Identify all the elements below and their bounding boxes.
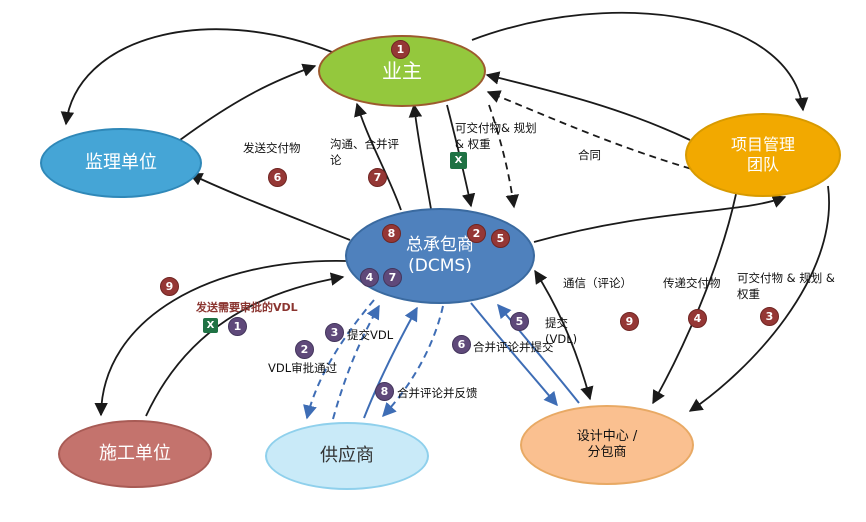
badge-submit-vdl2-5: 5 bbox=[510, 312, 529, 331]
arrow-submit-vdl2 bbox=[497, 303, 580, 404]
node-construction-label: 施工单位 bbox=[99, 442, 171, 464]
node-supervision-label: 监理单位 bbox=[85, 151, 157, 173]
label-submit-vdl-2: 提交 (VDL) bbox=[545, 316, 578, 347]
badge-send-vdl-1: 1 bbox=[228, 317, 247, 336]
badge-communication-9: 9 bbox=[620, 312, 639, 331]
node-design-center: 设计中心 / 分包商 bbox=[520, 405, 694, 485]
arrow-owner-to-pm bbox=[471, 11, 809, 112]
badge-contractor-p7: 7 bbox=[383, 268, 402, 287]
arrow-merge-feedback-dashed bbox=[382, 305, 444, 418]
label-communicate-merge: 沟通、合并评 论 bbox=[330, 137, 399, 168]
arrow-contractor-to-pm bbox=[533, 195, 787, 243]
badge-merge-feedback-8: 8 bbox=[375, 382, 394, 401]
arrow-supplier-to-contractor-dashed bbox=[332, 304, 380, 420]
excel-icon: X bbox=[450, 152, 467, 169]
badge-merge-submit-6: 6 bbox=[452, 335, 471, 354]
arrow-pm-to-owner bbox=[485, 71, 691, 141]
node-construction: 施工单位 bbox=[58, 420, 212, 488]
arrow-send-deliverables bbox=[354, 102, 402, 211]
node-supplier-label: 供应商 bbox=[320, 444, 374, 466]
arrow-merge-submit bbox=[470, 302, 558, 407]
badge-submit-vdl-3: 3 bbox=[325, 323, 344, 342]
badge-contractor-5: 5 bbox=[491, 229, 510, 248]
node-supervision: 监理单位 bbox=[40, 128, 202, 198]
node-supplier: 供应商 bbox=[265, 422, 429, 490]
label-pass-deliverables: 传递交付物 bbox=[663, 276, 721, 290]
arrow-construction-to-contractor bbox=[145, 272, 345, 417]
excel-icon: X bbox=[203, 318, 218, 333]
arrow-communicate-merge bbox=[408, 103, 432, 210]
label-deliverables-planning-right: 可交付物 & 规划 & 权重 bbox=[737, 271, 835, 302]
label-contract: 合同 bbox=[578, 148, 601, 162]
arrow-owner-to-supervision bbox=[60, 28, 333, 126]
badge-pass-deliverables-4: 4 bbox=[688, 309, 707, 328]
arrow-supervision-to-owner bbox=[179, 63, 317, 141]
label-deliverables-planning-top: 可交付物& 规划 & 权重 bbox=[455, 121, 537, 152]
node-pm-team: 项目管理 团队 bbox=[685, 113, 841, 197]
arrow-pass-deliverables bbox=[652, 193, 737, 405]
badge-right-deliverables-3: 3 bbox=[760, 307, 779, 326]
arrow-communication-comments bbox=[534, 269, 594, 401]
badge-left-9: 9 bbox=[160, 277, 179, 296]
label-vdl-approved: VDL审批通过 bbox=[268, 361, 338, 375]
badge-contractor-8: 8 bbox=[382, 224, 401, 243]
badge-contractor-p4: 4 bbox=[360, 268, 379, 287]
arrow-vdl-approved-dashed bbox=[303, 299, 375, 420]
node-contractor: 总承包商 (DCMS) bbox=[345, 208, 535, 304]
label-submit-vdl: 提交VDL bbox=[347, 328, 394, 342]
label-merge-comments-submit: 合并评论并提交 bbox=[473, 340, 554, 354]
arrow-submit-vdl bbox=[363, 306, 418, 419]
node-pm-team-label: 项目管理 团队 bbox=[730, 135, 795, 174]
badge-contractor-2: 2 bbox=[467, 224, 486, 243]
arrow-deliverables-planning-right bbox=[688, 185, 830, 412]
label-send-deliverables: 发送交付物 bbox=[243, 141, 301, 155]
arrow-contract-to-contractor-dashed bbox=[488, 104, 519, 209]
badge-owner-1: 1 bbox=[391, 40, 410, 59]
node-contractor-label: 总承包商 (DCMS) bbox=[406, 234, 474, 276]
badge-communicate-7: 7 bbox=[368, 168, 387, 187]
label-send-vdl-for-approval: 发送需要审批的VDL bbox=[196, 301, 298, 314]
arrow-contractor-to-supervision bbox=[188, 173, 351, 241]
label-communication-comments: 通信（评论） bbox=[563, 276, 632, 290]
node-owner-label: 业主 bbox=[382, 58, 422, 83]
arrow-contractor-to-construction bbox=[94, 260, 347, 417]
badge-vdl-approved-2: 2 bbox=[295, 340, 314, 359]
badge-send-deliverables-6: 6 bbox=[268, 168, 287, 187]
node-design-center-label: 设计中心 / 分包商 bbox=[576, 428, 638, 460]
arrow-contract-dashed bbox=[486, 90, 703, 173]
label-merge-comments-feedback: 合并评论并反馈 bbox=[397, 386, 478, 400]
